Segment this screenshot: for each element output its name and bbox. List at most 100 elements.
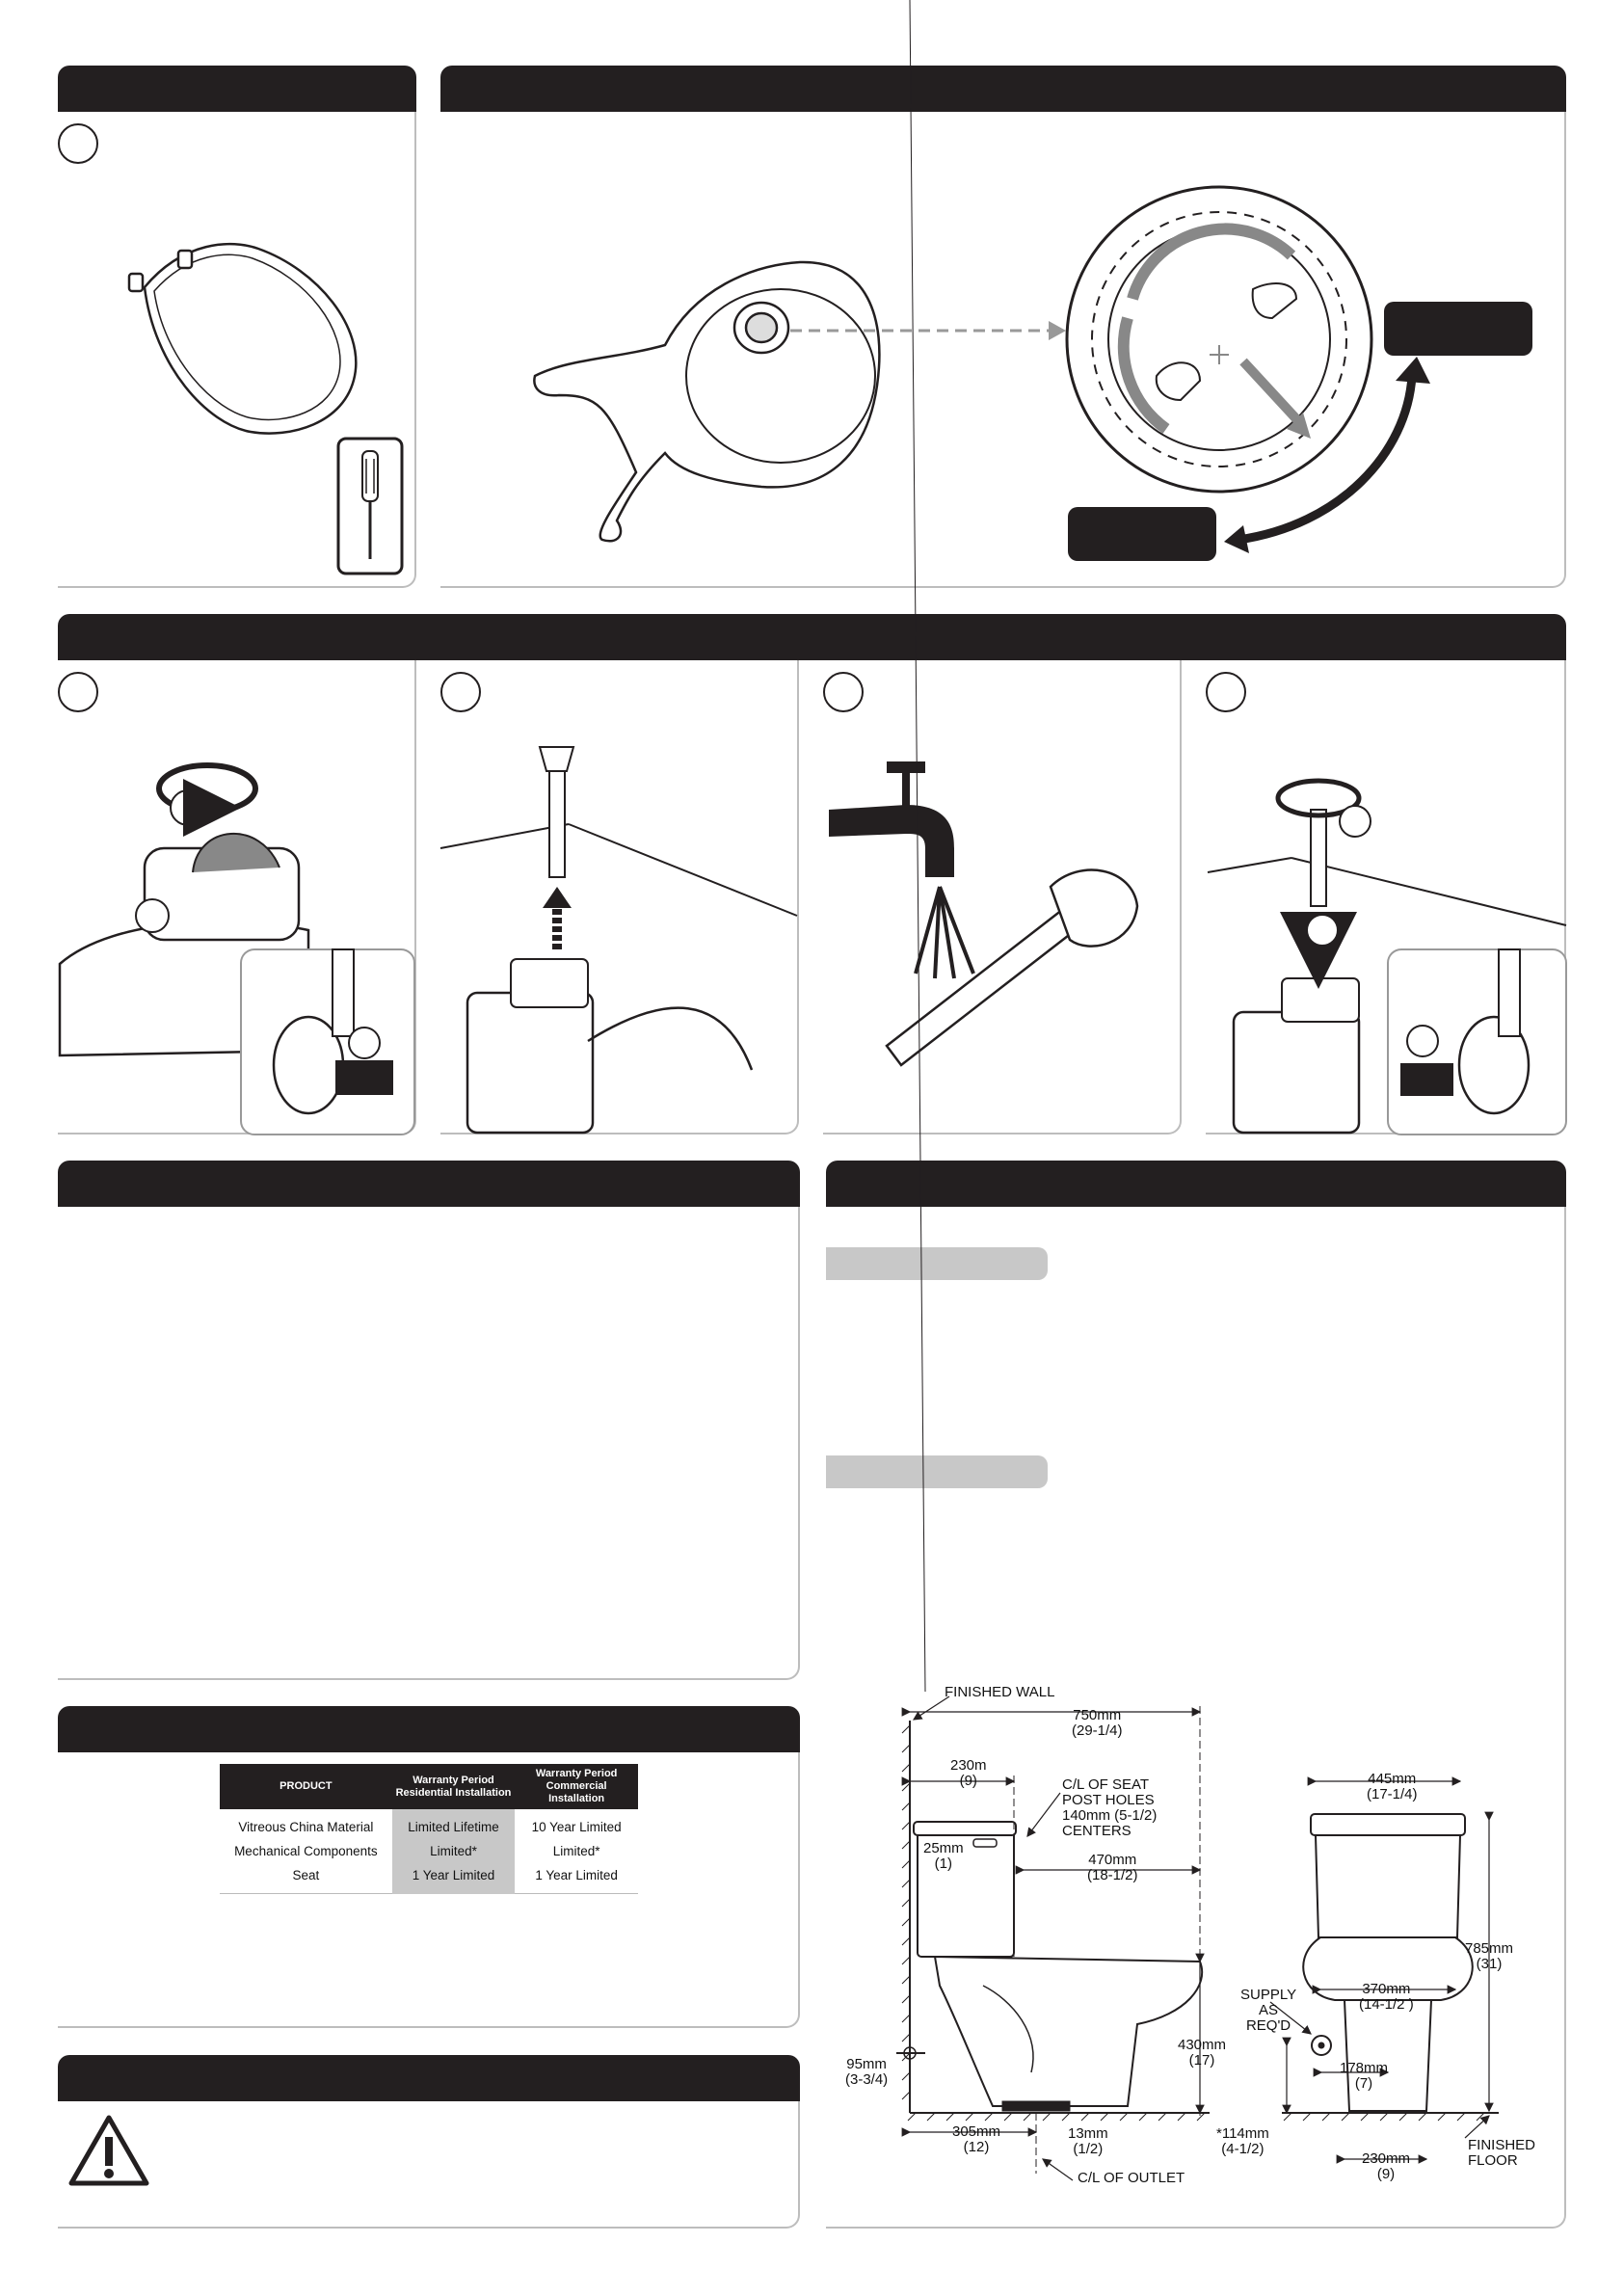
header-residential: Warranty Period Residential Installation <box>391 1764 516 1809</box>
dim-value: *114mm <box>1216 2125 1269 2142</box>
finished-wall-label: FINISHED WALL <box>945 1684 1055 1700</box>
seat-post-holes-label: C/L OF SEAT POST HOLES 140mm (5-1/2) CEN… <box>1062 1777 1157 1839</box>
arrow-icon <box>1396 357 1430 384</box>
dimension-785: 785mm (31) <box>1465 1941 1513 1972</box>
dimension-230-bottom: 230mm (9) <box>1362 2151 1410 2182</box>
section-header-bar <box>440 66 1566 112</box>
section-header-bar <box>58 1161 800 1207</box>
step-panel-1 <box>58 660 416 1135</box>
section-header-bar <box>58 1706 800 1752</box>
step-number-circle <box>58 672 98 712</box>
dim-value: 230m <box>950 1757 987 1774</box>
dim-line: REQ'D <box>1245 2017 1291 2034</box>
subsection-tab <box>826 1455 1048 1488</box>
dimension-305: 305mm (12) <box>952 2124 1000 2155</box>
cell-product: Mechanical Components <box>234 1844 378 1858</box>
table-row: Seat 1 Year Limited 1 Year Limited <box>220 1863 638 1894</box>
dimension-95: 95mm (3-3/4) <box>845 2057 888 2088</box>
dimension-445: 445mm (17-1/4) <box>1367 1772 1418 1802</box>
screwdriver-icon <box>336 437 404 575</box>
dim-value: 178mm <box>1340 2060 1389 2076</box>
dim-value: 470mm <box>1088 1852 1137 1868</box>
fill-valve-lift-icon <box>439 746 798 1135</box>
dim-value: 445mm <box>1368 1771 1417 1787</box>
dim-inches: (7) <box>1354 2075 1373 2092</box>
arrow-icon <box>1224 525 1249 553</box>
fill-valve-cap-panel <box>440 112 1566 588</box>
roughing-panel <box>826 1207 1566 2229</box>
dim-inches: (14-1/2 ) <box>1359 1996 1414 2013</box>
caution-icon <box>68 2115 149 2186</box>
dim-value: 750mm <box>1073 1707 1122 1723</box>
dim-value: 785mm <box>1465 1940 1514 1957</box>
header-commercial-line1: Warranty Period <box>535 1768 618 1779</box>
cell-residential: 1 Year Limited <box>391 1863 516 1894</box>
shutoff-valve-inset-icon <box>240 948 415 1135</box>
faucet-rinse-icon <box>829 761 1139 1067</box>
dim-value: 95mm <box>846 2056 887 2072</box>
dim-inches: (29-1/4) <box>1072 1722 1123 1739</box>
step-number-circle <box>58 123 98 164</box>
cell-residential: Limited Lifetime <box>391 1809 516 1839</box>
cell-commercial: 1 Year Limited <box>515 1863 638 1894</box>
dim-value: 13mm <box>1068 2125 1108 2142</box>
section-header-bar <box>58 2055 800 2101</box>
step-number-circle <box>823 672 864 712</box>
step-panel-4 <box>1206 660 1566 1135</box>
step-panel-3 <box>823 660 1182 1135</box>
step-panel-2 <box>440 660 799 1135</box>
fill-valve-cap-icon <box>533 260 881 543</box>
dim-inches: (31) <box>1476 1956 1503 1972</box>
warranty-table: PRODUCT Warranty Period Residential Inst… <box>220 1764 638 1894</box>
dim-value: 230mm <box>1362 2150 1411 2167</box>
dim-value: 370mm <box>1362 1981 1411 1997</box>
adjustment-dial-icon <box>1065 185 1373 494</box>
section-header-bar <box>58 614 1566 660</box>
dim-inches: (9) <box>959 1773 977 1789</box>
dim-line: C/L OF SEAT <box>1062 1776 1150 1793</box>
dimension-178: 178mm (7) <box>1340 2061 1388 2092</box>
dim-line: 140mm (5-1/2) <box>1062 1807 1158 1824</box>
dim-line: CENTERS <box>1062 1823 1131 1839</box>
dim-value: 25mm <box>923 1840 964 1856</box>
dim-inches: (12) <box>963 2139 990 2155</box>
dimension-230-top: 230m (9) <box>950 1758 987 1789</box>
cell-commercial: 10 Year Limited <box>531 1820 622 1834</box>
dimension-370: 370mm (14-1/2 ) <box>1359 1982 1414 2013</box>
header-residential-line1: Warranty Period <box>413 1774 494 1786</box>
warranty-panel <box>58 1752 800 2028</box>
header-product: PRODUCT <box>220 1764 392 1809</box>
fill-valve-reinstall-icon <box>1207 778 1567 1135</box>
header-commercial-line2: Commercial Installation <box>546 1780 607 1804</box>
supply-label: SUPPLY AS REQ'D <box>1240 1988 1296 2034</box>
table-row: Mechanical Components Limited* Limited* <box>220 1839 638 1863</box>
seat-panel <box>58 112 416 588</box>
subsection-tab <box>826 1247 1048 1280</box>
dim-inches: (1) <box>934 1855 953 1872</box>
header-residential-line2: Residential Installation <box>395 1786 512 1799</box>
dim-inches: (1/2) <box>1073 2141 1104 2157</box>
warranty-table-header: PRODUCT Warranty Period Residential Inst… <box>220 1764 638 1809</box>
callout-label <box>1384 302 1532 356</box>
dim-value: 305mm <box>952 2123 1001 2140</box>
cell-residential: Limited* <box>391 1839 516 1863</box>
dim-value: 430mm <box>1178 2037 1227 2053</box>
finished-floor-label: FINISHED FLOOR <box>1468 2138 1535 2169</box>
dim-line: POST HOLES <box>1062 1792 1155 1808</box>
text-panel <box>58 1207 800 1680</box>
dim-inches: (17-1/4) <box>1367 1786 1418 1802</box>
dim-inches: (18-1/2) <box>1087 1867 1138 1883</box>
dimension-25: 25mm (1) <box>923 1841 964 1872</box>
dim-line: AS <box>1259 2002 1279 2018</box>
dim-line: FINISHED <box>1468 2137 1536 2153</box>
dim-line: FLOOR <box>1468 2152 1518 2169</box>
cell-product: Seat <box>220 1863 392 1894</box>
dim-inches: (9) <box>1376 2166 1396 2182</box>
rotation-arrow-icon <box>1238 375 1417 545</box>
table-row: Vitreous China Material Limited Lifetime… <box>220 1809 638 1839</box>
section-header-bar <box>58 66 416 112</box>
dimension-430: 430mm (17) <box>1178 2038 1226 2069</box>
dimension-470: 470mm (18-1/2) <box>1087 1853 1138 1883</box>
toilet-seat-icon <box>127 243 358 435</box>
